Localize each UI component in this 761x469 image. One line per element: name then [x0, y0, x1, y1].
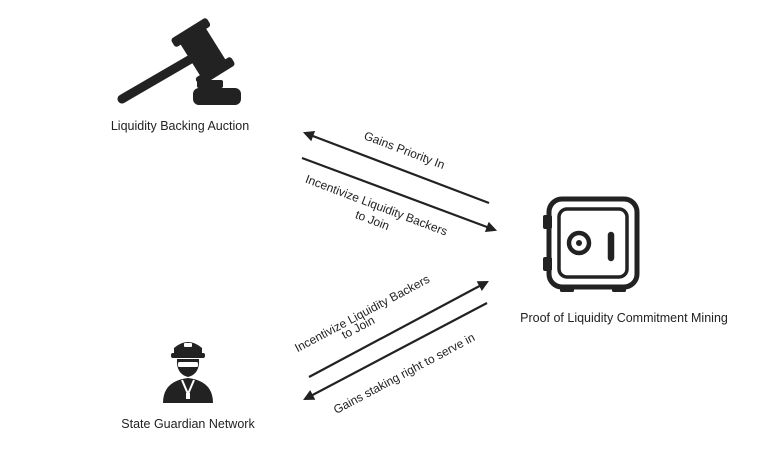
gavel-icon	[117, 18, 241, 105]
edge-mining-to-auction	[302, 130, 490, 205]
auction-label: Liquidity Backing Auction	[111, 119, 249, 133]
edge-mining-to-auction-label: Gains Priority In	[362, 129, 447, 172]
edge-mining-to-guardian	[303, 302, 488, 401]
mining-label: Proof of Liquidity Commitment Mining	[520, 311, 728, 325]
guardian-label: State Guardian Network	[121, 417, 255, 431]
safe-icon	[543, 196, 640, 292]
edge-guardian-to-mining	[308, 280, 489, 378]
guard-icon	[163, 342, 213, 403]
edge-auction-to-mining	[301, 156, 498, 233]
